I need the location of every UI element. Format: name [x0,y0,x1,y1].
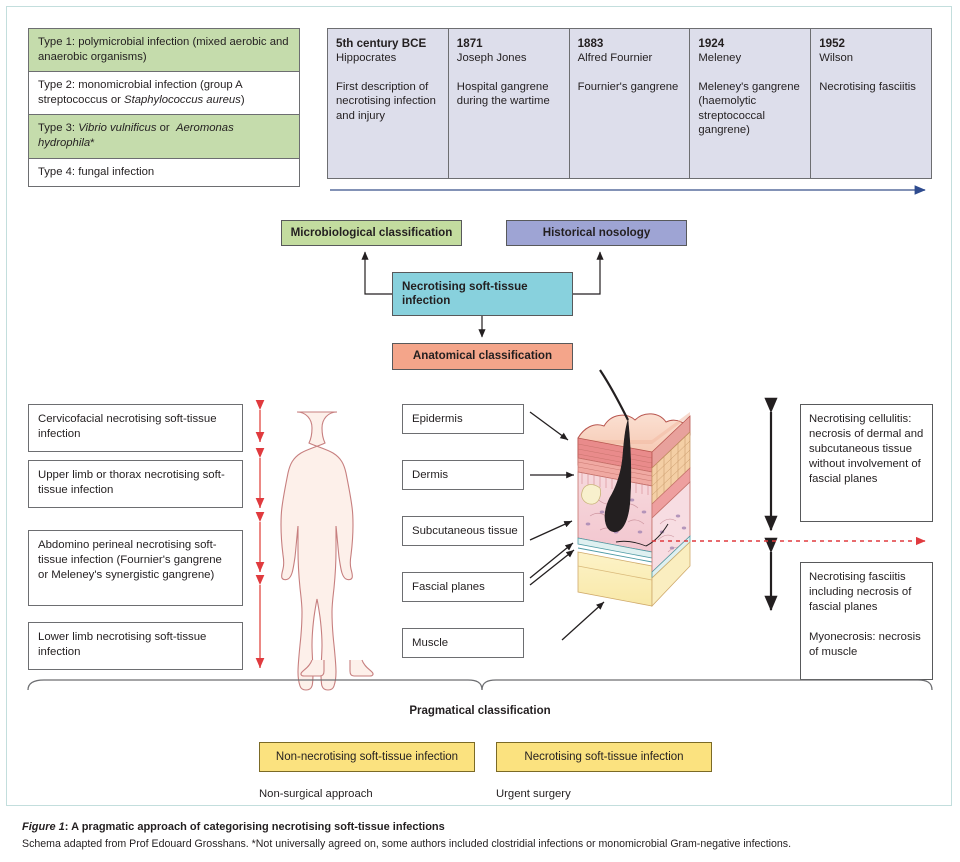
type-3-italic-1: Vibrio vulnificus [78,122,157,135]
anatomical-site-box-abdomino-perineal: Abdomino perineal necrotising soft-tissu… [28,530,243,606]
timeline-cell-4: 1924 Meleney Meleney's gangrene (haemoly… [690,29,812,178]
myonecrosis-text: Myonecrosis: necrosis of muscle [809,631,921,658]
timeline-cell-3: 1883 Alfred Fournier Fournier's gangrene [570,29,691,178]
depth-description-fasciitis-myonecrosis: Necrotising fasciitis including necrosis… [800,562,933,680]
type-row-2: Type 2: monomicrobial infection (group A… [29,72,299,116]
fasciitis-text: Necrotising fasciitis including necrosis… [809,571,912,613]
anatomical-site-box-cervicofacial: Cervicofacial necrotising soft-tissue in… [28,404,243,452]
type-row-4: Type 4: fungal infection [38,165,155,178]
timeline-description: Meleney's gangrene (haemolytic streptoco… [698,80,800,137]
depth-description-cellulitis: Necrotising cellulitis: necrosis of derm… [800,404,933,522]
type-2-italic: Staphylococcus aureus [124,93,241,106]
caption-subtext: Schema adapted from Prof Edouard Grossha… [22,837,792,850]
timeline-description: Necrotising fasciitis [819,80,916,93]
historical-timeline-table: 5th century BCE Hippocrates First descri… [327,28,932,179]
timeline-person: Hippocrates [336,52,397,64]
timeline-year: 1883 [577,37,604,50]
anatomical-site-box-upper-limb: Upper limb or thorax necrotising soft-ti… [28,460,243,508]
skin-layer-box-epidermis: Epidermis [402,404,524,434]
timeline-year: 1952 [819,37,845,50]
approach-label-urgent-surgery: Urgent surgery [496,788,571,800]
timeline-person: Meleney [698,52,742,64]
microbiological-types-table: Type 1: polymicrobial infection (mixed a… [28,28,300,188]
pragmatical-option-necrotising: Necrotising soft-tissue infection [496,742,712,772]
skin-layer-box-fascial: Fascial planes [402,572,524,602]
caption-figure-label: Figure 1 [22,821,65,833]
figure-caption: Figure 1: A pragmatic approach of catego… [22,820,952,852]
timeline-description: Fournier's gangrene [577,80,679,93]
timeline-cell-2: 1871 Joseph Jones Hospital gangrene duri… [449,29,570,178]
skin-layer-box-dermis: Dermis [402,460,524,490]
timeline-person: Wilson [819,52,854,64]
anatomical-classification-box: Anatomical classification [392,343,573,370]
timeline-cell-1: 5th century BCE Hippocrates First descri… [328,29,449,178]
skin-layer-box-subcutaneous: Subcutaneous tissue [402,516,524,546]
pragmatical-option-non-necrotising: Non-necrotising soft-tissue infection [259,742,475,772]
timeline-cell-5: 1952 Wilson Necrotising fasciitis [811,29,931,178]
pragmatical-classification-label: Pragmatical classification [409,705,551,717]
historical-nosology-box: Historical nosology [506,220,687,246]
timeline-year: 1924 [698,37,725,50]
caption-title-text: : A pragmatic approach of categorising n… [64,821,445,833]
microbiological-classification-box: Microbiological classification [281,220,462,246]
timeline-year: 5th century BCE [336,37,427,50]
skin-layer-box-muscle: Muscle [402,628,524,658]
type-3-italic-2: Aeromonas hydrophila [38,122,234,149]
timeline-description: First description of necrotising infecti… [336,80,436,122]
type-row-3: Type 3: Vibrio vulnificus or Aeromonas h… [29,115,299,159]
caption-title-line: Figure 1: A pragmatic approach of catego… [22,820,952,836]
approach-label-non-surgical: Non-surgical approach [259,788,373,800]
anatomical-site-box-lower-limb: Lower limb necrotising soft-tissue infec… [28,622,243,670]
timeline-person: Alfred Fournier [577,52,653,64]
timeline-person: Joseph Jones [456,52,527,64]
timeline-description: Hospital gangrene during the wartime [456,80,550,108]
type-row-1: Type 1: polymicrobial infection (mixed a… [29,29,299,73]
central-nsti-box: Necrotising soft-tissue infection [392,272,573,316]
timeline-year: 1871 [456,37,483,50]
